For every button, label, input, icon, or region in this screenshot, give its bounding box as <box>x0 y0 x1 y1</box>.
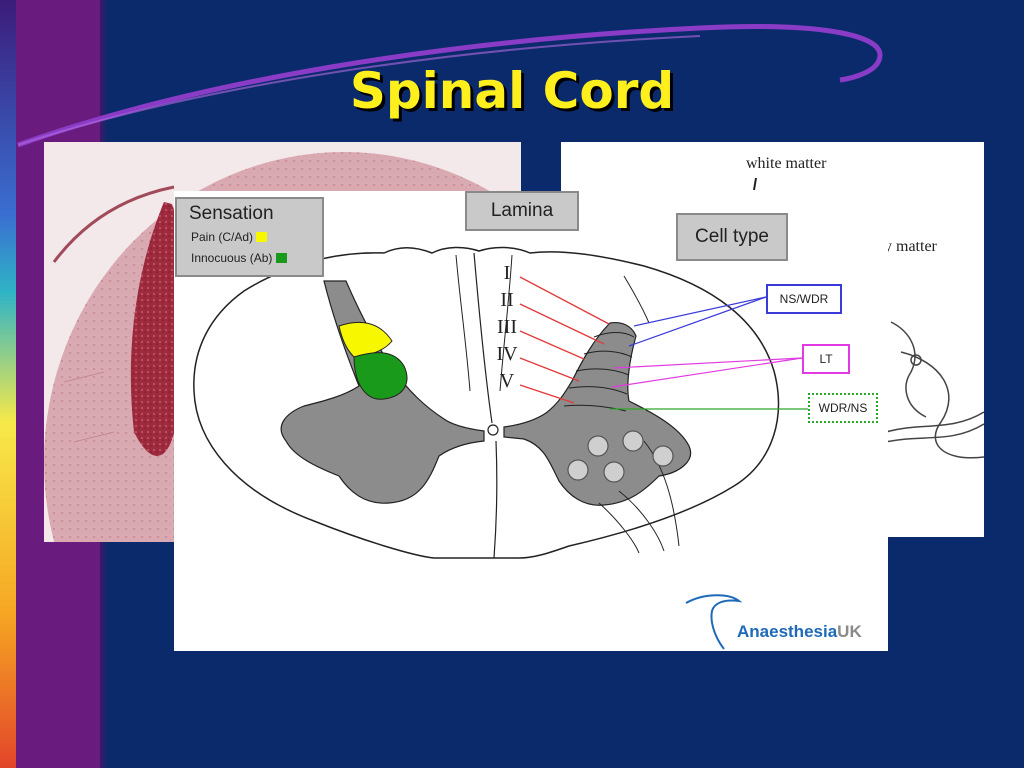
lamina-header: Lamina <box>465 191 579 231</box>
decorative-swoosh <box>17 24 883 148</box>
left-rainbow-strip <box>0 0 16 768</box>
cell-type-header: Cell type <box>676 213 788 261</box>
cell-type-ns-wdr: NS/WDR <box>766 284 842 314</box>
innocuous-swatch <box>275 253 287 263</box>
cell-type-lt: LT <box>802 344 850 374</box>
grey-matter-label: y matter <box>884 238 937 255</box>
pointer-line <box>753 177 757 191</box>
legend-item-innocuous: Innocuous (Ab) <box>191 251 287 265</box>
lamina-label-v: V <box>499 370 515 392</box>
anaesthesia-uk-logo-icon <box>685 594 743 650</box>
sensation-legend: Sensation Pain (C/Ad) Innocuous (Ab) <box>175 197 324 277</box>
cord-cross-section <box>193 246 808 559</box>
lamina-label-ii: II <box>500 289 514 311</box>
slide-title: Spinal Cord <box>349 62 675 120</box>
sensation-title: Sensation <box>189 203 274 224</box>
pain-swatch <box>256 232 268 242</box>
cell-type-wdr-ns: WDR/NS <box>808 393 878 423</box>
white-matter-label: white matter <box>746 155 827 172</box>
lamina-label-iv: IV <box>496 343 518 365</box>
anaesthesia-uk-logo-text: AnaesthesiaUK <box>737 622 862 641</box>
spinal-cord-diagram: Sensation Pain (C/Ad) Innocuous (Ab) Lam… <box>174 191 888 651</box>
lamina-label-iii: III <box>497 316 517 338</box>
schematic-outline <box>885 321 984 459</box>
lamina-label-i: I <box>503 262 511 284</box>
legend-item-pain: Pain (C/Ad) <box>191 230 268 244</box>
